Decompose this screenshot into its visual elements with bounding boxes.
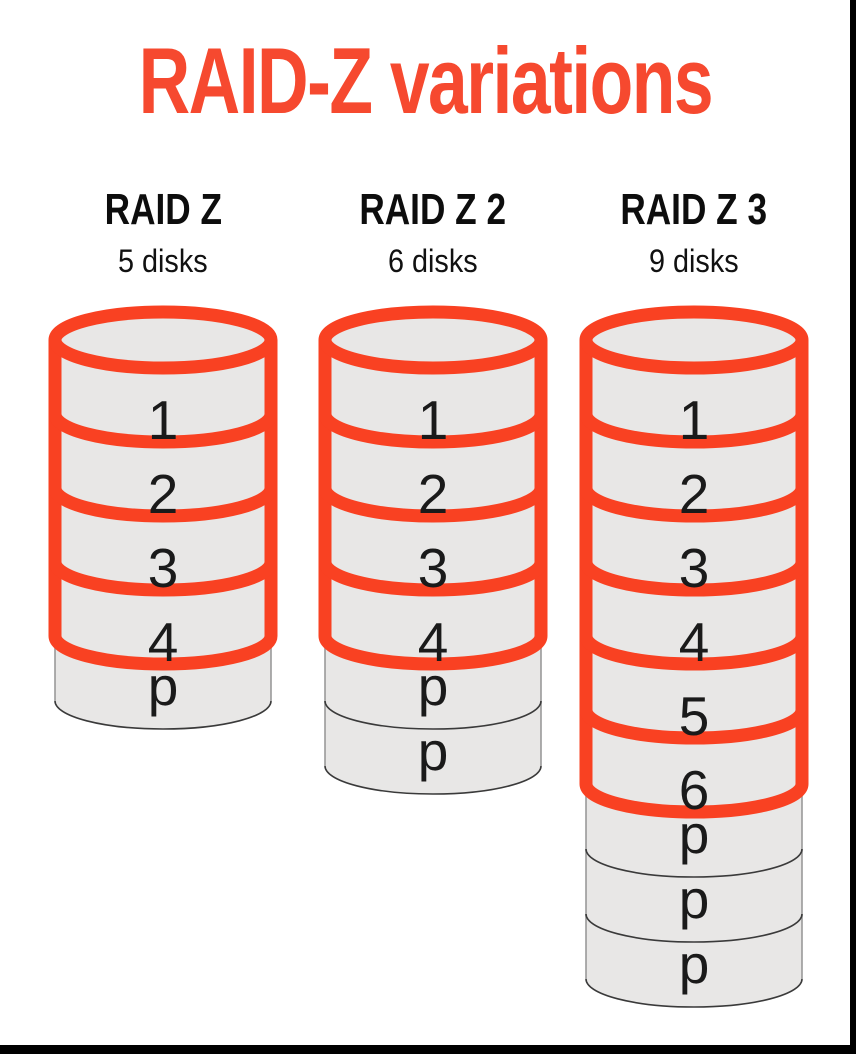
disk-stack-svg: 1 2 3 4p	[48, 305, 278, 730]
data-section-outline	[318, 305, 548, 671]
parity-layer-label: p	[679, 803, 710, 865]
data-layer-label: 1	[679, 389, 710, 451]
stack-name-text: RAID Z	[104, 185, 222, 234]
data-section-bottom-arc	[48, 635, 278, 671]
page-title-text: RAID-Z variations	[138, 28, 713, 133]
data-layer-separator	[318, 561, 548, 597]
stack-disk-count-text: 9 disks	[649, 243, 739, 279]
data-layer-separator	[48, 413, 278, 449]
data-layer-label: 6	[679, 759, 710, 821]
cylinder-top-ellipse	[48, 305, 278, 375]
cylinder-bottom-edge	[585, 978, 803, 1008]
data-layer-separator	[579, 709, 809, 745]
parity-separator	[585, 913, 803, 943]
data-section-bottom-arc	[318, 635, 548, 671]
right-border-bar	[850, 0, 856, 1054]
data-layer-label: 3	[418, 537, 449, 599]
stack-disk-count: 9 disks	[574, 245, 814, 277]
cylinder-top-ellipse	[318, 305, 548, 375]
data-section-outline	[579, 305, 809, 819]
data-layer-separator	[579, 487, 809, 523]
stack-name: RAID Z	[43, 188, 283, 232]
data-layer-label: 3	[148, 537, 179, 599]
stack-disk-count: 5 disks	[43, 245, 283, 277]
parity-layer-label: p	[148, 655, 179, 717]
data-layer-label: 5	[679, 685, 710, 747]
data-layer-label: 4	[418, 611, 449, 673]
data-layer-label: 3	[679, 537, 710, 599]
parity-separator	[585, 848, 803, 878]
data-layer-separator	[318, 413, 548, 449]
stack-name: RAID Z 3	[574, 188, 814, 232]
data-layer-label: 4	[679, 611, 710, 673]
page-title: RAID-Z variations	[0, 34, 850, 128]
data-layer-label: 2	[148, 463, 179, 525]
bottom-border-bar	[0, 1045, 856, 1054]
parity-layer-label: p	[418, 655, 449, 717]
stack-disk-count: 6 disks	[313, 245, 553, 277]
stack-name: RAID Z 2	[313, 188, 553, 232]
data-section-bottom-arc	[579, 783, 809, 819]
cylinder-bottom-edge	[324, 765, 542, 795]
stack-name-text: RAID Z 2	[359, 185, 507, 234]
cylinder-bottom-edge	[54, 700, 272, 730]
data-layer-label: 2	[679, 463, 710, 525]
parity-layer-label: p	[418, 720, 449, 782]
data-layer-label: 4	[148, 611, 179, 673]
data-layer-separator	[48, 561, 278, 597]
data-layer-separator	[579, 413, 809, 449]
data-layer-label: 1	[148, 389, 179, 451]
cylinder-top-ellipse	[579, 305, 809, 375]
data-layer-separator	[579, 635, 809, 671]
parity-separator	[324, 700, 542, 730]
data-section-outline	[48, 305, 278, 671]
stack-name-text: RAID Z 3	[620, 185, 768, 234]
parity-layer-label: p	[679, 933, 710, 995]
stack-disk-count-text: 5 disks	[118, 243, 208, 279]
data-layer-label: 1	[418, 389, 449, 451]
data-layer-separator	[318, 487, 548, 523]
data-layer-separator	[48, 487, 278, 523]
stack-disk-count-text: 6 disks	[388, 243, 478, 279]
data-layer-label: 2	[418, 463, 449, 525]
data-layer-separator	[579, 561, 809, 597]
parity-layer-label: p	[679, 868, 710, 930]
